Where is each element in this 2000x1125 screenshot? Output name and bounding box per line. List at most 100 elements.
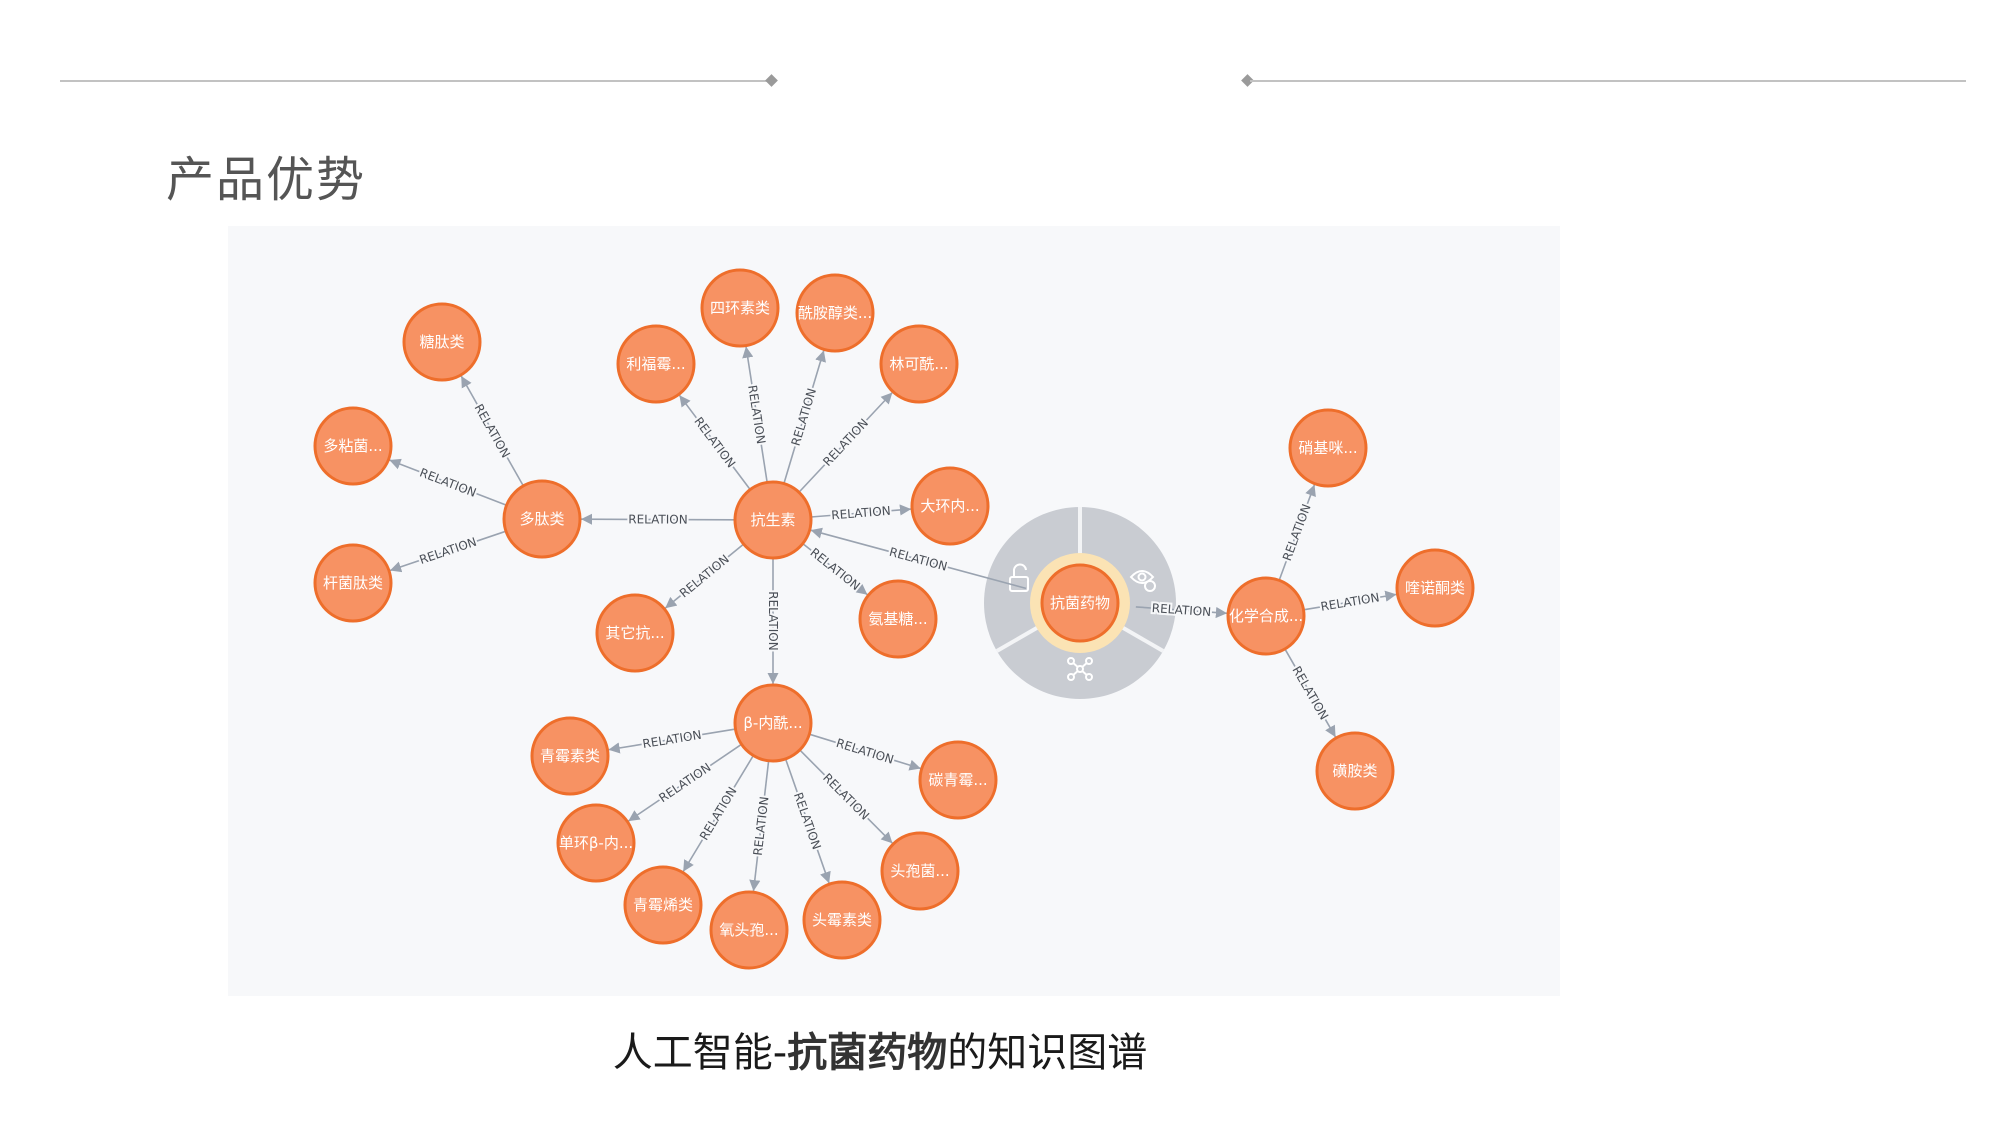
- node-circle[interactable]: [502, 479, 582, 559]
- graph-node-xac[interactable]: 酰胺醇类...: [795, 273, 875, 353]
- graph-node-tms[interactable]: 头霉素类: [802, 880, 882, 960]
- graph-node-hxh[interactable]: 化学合成...: [1226, 576, 1306, 656]
- graph-node-dtl[interactable]: 多肽类: [502, 479, 582, 559]
- graph-node-tbj[interactable]: 头孢菌...: [880, 831, 960, 911]
- graph-node-qtb[interactable]: 氧头孢...: [709, 890, 789, 970]
- node-circle[interactable]: [313, 406, 393, 486]
- edge-kss-dtl[interactable]: [580, 513, 736, 525]
- node-circle[interactable]: [1288, 408, 1368, 488]
- edge-root-hxh[interactable]: [1135, 606, 1228, 619]
- node-circle[interactable]: [1040, 563, 1120, 643]
- graph-node-hal[interactable]: 磺胺类: [1315, 731, 1395, 811]
- eye-icon[interactable]: [1129, 570, 1156, 592]
- node-label: 单环β-内...: [559, 834, 633, 852]
- graph-node-lfm[interactable]: 利福霉...: [616, 324, 696, 404]
- edge-dtl-dnj[interactable]: [389, 458, 507, 507]
- edge-hxh-ktl[interactable]: [1303, 590, 1397, 611]
- edge-label: RELATION: [791, 791, 824, 852]
- edge-label: RELATION: [807, 545, 862, 593]
- node-label: 氧头孢...: [719, 921, 778, 939]
- knowledge-graph-panel[interactable]: RELATION RELATION RELATION RELATION RELATION…: [228, 226, 1560, 996]
- node-label: β-内酰...: [743, 714, 802, 732]
- node-circle[interactable]: [879, 324, 959, 404]
- edge-bnx-tbj[interactable]: [799, 749, 894, 844]
- graph-node-lkx[interactable]: 林可酰...: [879, 324, 959, 404]
- node-circle[interactable]: [918, 740, 998, 820]
- node-circle[interactable]: [556, 803, 636, 883]
- edge-hxh-hal[interactable]: [1284, 648, 1337, 738]
- graph-node-kss[interactable]: 抗生素: [733, 480, 813, 560]
- edge-kss-qtk[interactable]: [664, 543, 745, 609]
- node-label: 林可酰...: [889, 355, 948, 373]
- node-circle[interactable]: [530, 716, 610, 796]
- node-label: 多粘菌...: [323, 437, 382, 455]
- node-circle[interactable]: [1395, 548, 1475, 628]
- node-circle[interactable]: [709, 890, 789, 970]
- node-label: 头霉素类: [812, 911, 872, 929]
- node-circle[interactable]: [1315, 731, 1395, 811]
- edge-label: RELATION: [745, 384, 768, 445]
- graph-node-xjm[interactable]: 硝基咪...: [1288, 408, 1368, 488]
- node-circle[interactable]: [623, 865, 703, 945]
- edge-label: RELATION: [1280, 502, 1314, 563]
- node-circle[interactable]: [733, 683, 813, 763]
- edge-kss-jjt[interactable]: [802, 542, 868, 596]
- edge-dtl-tt[interactable]: [460, 375, 525, 487]
- node-circle[interactable]: [700, 268, 780, 348]
- edge-kss-shs[interactable]: [742, 346, 768, 483]
- node-label: 多肽类: [519, 510, 564, 528]
- node-circle[interactable]: [795, 273, 875, 353]
- graph-node-bnx[interactable]: β-内酰...: [733, 683, 813, 763]
- edge-bnx-tqm[interactable]: [809, 733, 921, 771]
- edge-label: RELATION: [471, 402, 512, 461]
- graph-node-dhb[interactable]: 单环β-内...: [556, 803, 636, 883]
- edge-bnx-dhb[interactable]: [627, 743, 742, 822]
- graph-node-tqm[interactable]: 碳青霉...: [918, 740, 998, 820]
- graph-node-gjt[interactable]: 杆菌肽类: [313, 543, 393, 623]
- graph-node-tt[interactable]: 糖肽类: [402, 302, 482, 382]
- node-circle[interactable]: [858, 579, 938, 659]
- node-circle[interactable]: [595, 593, 675, 673]
- node-label: 抗菌药物: [1050, 594, 1110, 612]
- expand-graph-icon[interactable]: [1067, 657, 1093, 681]
- node-label: 氨基糖...: [868, 610, 927, 628]
- node-layer[interactable]: 抗菌药物 抗生素 多肽类 糖肽类多粘菌... 杆菌肽类 利福霉...四环素类酰胺醇类...…: [313, 268, 1475, 970]
- edge-kss-dhn[interactable]: [810, 504, 912, 518]
- graph-node-qms[interactable]: 青霉素类: [530, 716, 610, 796]
- node-label: 碳青霉...: [928, 771, 987, 789]
- node-circle[interactable]: [313, 543, 393, 623]
- node-label: 硝基咪...: [1298, 439, 1357, 457]
- node-circle[interactable]: [1226, 576, 1306, 656]
- node-circle[interactable]: [616, 324, 696, 404]
- edge-label: RELATION: [751, 796, 772, 857]
- edge-kss-lkx[interactable]: [798, 391, 893, 493]
- graph-node-dhn[interactable]: 大环内...: [910, 466, 990, 546]
- edge-hxh-xjm[interactable]: [1278, 484, 1316, 581]
- knowledge-graph[interactable]: RELATION RELATION RELATION RELATION RELATION…: [228, 226, 1560, 996]
- edge-bnx-qtb[interactable]: [749, 760, 770, 892]
- edge-kss-lfm[interactable]: [678, 394, 751, 491]
- edge-dtl-gjt[interactable]: [389, 530, 507, 573]
- edge-root-kss[interactable]: [810, 527, 1027, 590]
- edge-label: RELATION: [888, 545, 949, 574]
- edge-kss-xac[interactable]: [783, 350, 826, 484]
- graph-node-root[interactable]: 抗菌药物: [1040, 563, 1120, 643]
- edge-bnx-tms[interactable]: [784, 758, 831, 884]
- node-circle[interactable]: [802, 880, 882, 960]
- graph-node-qmx[interactable]: 青霉烯类: [623, 865, 703, 945]
- graph-node-jjt[interactable]: 氨基糖...: [858, 579, 938, 659]
- edge-bnx-qms[interactable]: [608, 728, 736, 754]
- edge-label: RELATION: [642, 728, 703, 751]
- caption-suffix: 的知识图谱: [947, 1030, 1148, 1076]
- node-circle[interactable]: [733, 480, 813, 560]
- node-circle[interactable]: [880, 831, 960, 911]
- graph-node-shs[interactable]: 四环素类: [700, 268, 780, 348]
- graph-node-ktl[interactable]: 喹诺酮类: [1395, 548, 1475, 628]
- graph-node-qtk[interactable]: 其它抗...: [595, 593, 675, 673]
- caption-prefix: 人工智能-: [612, 1030, 788, 1076]
- edge-label: RELATION: [691, 414, 738, 470]
- node-circle[interactable]: [402, 302, 482, 382]
- edge-bnx-qmx[interactable]: [682, 755, 755, 873]
- graph-node-dnj[interactable]: 多粘菌...: [313, 406, 393, 486]
- node-circle[interactable]: [910, 466, 990, 546]
